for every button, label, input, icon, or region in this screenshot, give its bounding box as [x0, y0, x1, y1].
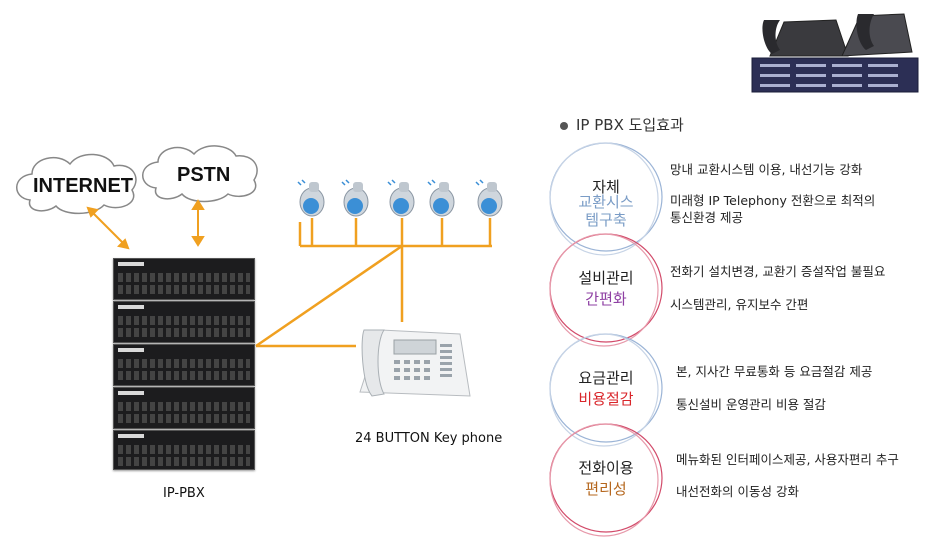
phone-bus-lines	[255, 218, 492, 348]
effect-desc: 망내 교환시스템 이용, 내선기능 강화	[670, 162, 863, 177]
effect-circle-title: 설비관리	[578, 269, 634, 287]
effects-title: IP PBX 도입효과	[560, 114, 684, 135]
wireless-phone	[427, 179, 455, 217]
effect-desc: 메뉴화된 인터페이스제공, 사용자편리 추구	[676, 452, 899, 467]
wireless-phones	[297, 179, 503, 217]
effect-circle-subtitle: 비용절감	[578, 390, 634, 408]
effect-circle-subtitle: 편리성	[585, 480, 627, 498]
bullet-icon	[560, 121, 568, 130]
pstn-cloud	[142, 145, 258, 203]
effect-circle-facility: 설비관리 간편화	[554, 236, 658, 340]
effect-desc: 시스템관리, 유지보수 간편	[670, 297, 809, 312]
pbx-unit	[113, 258, 255, 300]
pstn-link-arrow	[191, 199, 205, 247]
ip-pbx-label: IP-PBX	[163, 486, 205, 501]
effect-circle-title: 요금관리	[578, 369, 634, 387]
pbx-unit	[113, 387, 255, 429]
wireless-phone	[341, 179, 369, 217]
pbx-product-illustration	[751, 13, 919, 93]
effect-circle-subtitle: 교환시스 템구축	[578, 193, 634, 229]
effect-circle-convenience: 전화이용 편리성	[554, 426, 658, 530]
internet-label: INTERNET	[33, 175, 133, 197]
key-phone-icon	[359, 329, 471, 397]
key-phone-label: 24 BUTTON Key phone	[355, 431, 503, 446]
effect-desc: 전화기 설치변경, 교환기 증설작업 불필요	[670, 264, 886, 279]
internet-link-arrow	[86, 206, 130, 250]
effect-circle-title: 자체	[592, 178, 620, 196]
wireless-phone	[475, 179, 503, 217]
wireless-phone	[387, 179, 415, 217]
effect-circle-subtitle: 간편화	[585, 290, 627, 308]
pstn-label: PSTN	[177, 164, 231, 186]
effect-desc: 통신설비 운영관리 비용 절감	[676, 397, 826, 412]
internet-cloud	[16, 153, 137, 215]
pbx-unit	[113, 430, 255, 470]
effect-desc: 내선전화의 이동성 강화	[676, 484, 799, 499]
pbx-unit	[113, 344, 255, 386]
effect-desc: 본, 지사간 무료통화 등 요금절감 제공	[676, 364, 873, 379]
effect-circle-cost: 요금관리 비용절감	[554, 336, 658, 440]
pbx-unit	[113, 301, 255, 343]
effect-circle-self-system: 자체 교환시스 템구축	[554, 145, 658, 249]
effect-circle-title: 전화이용	[578, 459, 634, 477]
effect-desc: 미래형 IP Telephony 전환으로 최적의 통신환경 제공	[670, 193, 876, 225]
wireless-phone	[297, 179, 325, 217]
effect-rings	[549, 142, 663, 537]
